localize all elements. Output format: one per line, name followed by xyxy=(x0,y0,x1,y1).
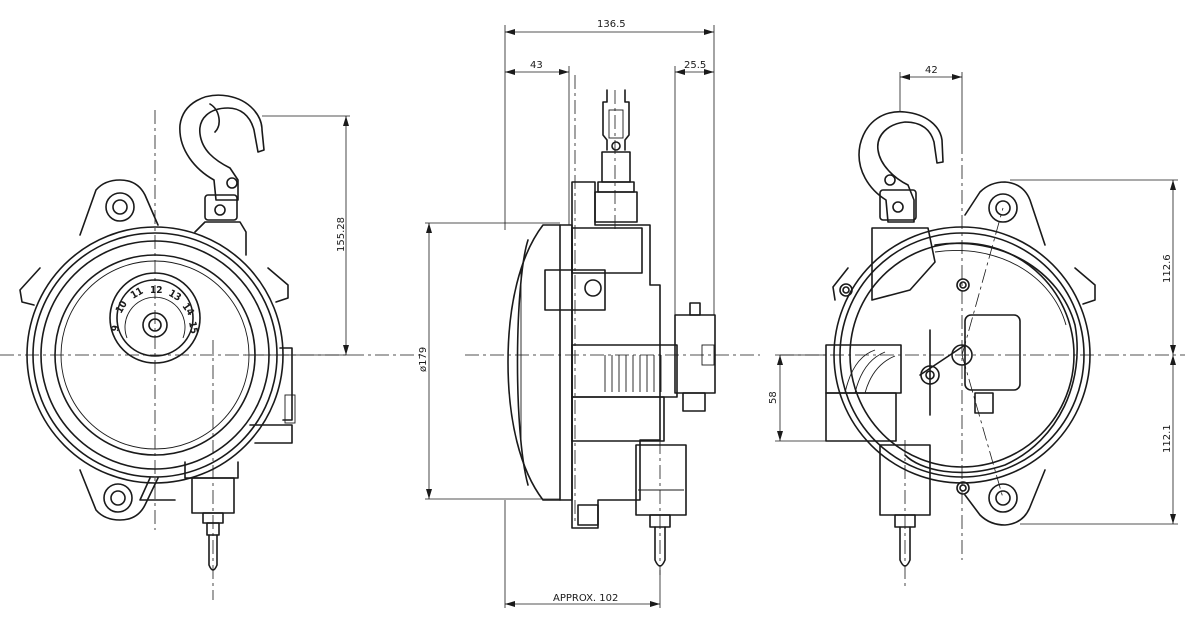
dim-label-upper-right: 112.6 xyxy=(1162,254,1173,283)
front-view: 9 10 11 12 13 14 15 xyxy=(19,94,296,571)
dim-offset-right: 25.5 xyxy=(674,60,714,315)
dim-right-offset: 42 xyxy=(899,65,963,140)
dim-label-lower-right: 112.1 xyxy=(1162,424,1173,453)
dim-hook-height: 155.28 xyxy=(245,115,350,356)
dim-offset-left: 43 xyxy=(505,60,570,225)
dim-label-diameter: ø179 xyxy=(418,347,429,372)
gauge-label-10: 10 xyxy=(114,299,130,315)
dim-upper-right: 112.6 xyxy=(1010,179,1178,355)
gauge-label-15: 15 xyxy=(186,321,199,335)
dim-label-hook-height: 155.28 xyxy=(336,217,347,252)
dim-label-right-offset: 42 xyxy=(925,65,938,76)
center-lines xyxy=(0,75,1185,600)
tension-gauge: 9 10 11 12 13 14 15 xyxy=(109,272,201,364)
dim-lower-height: 58 xyxy=(768,354,826,442)
hook-front xyxy=(179,94,265,221)
gauge-label-11: 11 xyxy=(129,286,145,302)
dim-label-width-overall: 136.5 xyxy=(597,19,626,30)
side-view xyxy=(507,89,716,567)
dim-label-lower-height: 58 xyxy=(768,391,779,404)
dim-diameter: ø179 xyxy=(418,222,560,500)
dim-width-overall: 136.5 xyxy=(504,19,715,315)
dim-label-offset-left: 43 xyxy=(530,60,543,71)
gauge-label-13: 13 xyxy=(167,288,183,304)
gauge-label-9: 9 xyxy=(110,324,122,332)
dim-label-approx-width: APPROX. 102 xyxy=(553,593,618,604)
dim-approx-width: APPROX. 102 xyxy=(504,500,661,608)
rear-view xyxy=(825,110,1096,567)
dim-lower-right: 112.1 xyxy=(1020,355,1178,525)
dim-label-offset-right: 25.5 xyxy=(684,60,706,71)
gauge-label-12: 12 xyxy=(150,285,163,296)
